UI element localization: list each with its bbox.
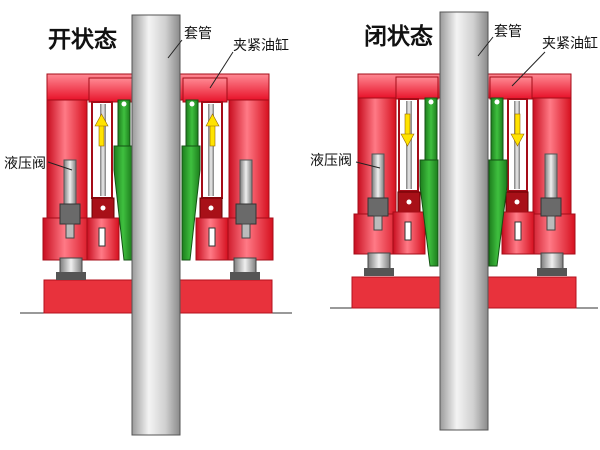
valve-callout [355,161,381,169]
wedge-left [113,99,133,261]
wedge-left [419,97,439,267]
valve-label: 液压阀 [4,156,46,172]
casing-label: 套管 [184,26,212,42]
arrow-up-left [94,113,109,147]
arrow-down-left [400,113,415,147]
state-title: 开状态 [48,26,117,53]
wedge-right [488,97,508,267]
panel-open: 开状态 套管 夹紧油缸 液压阀 [4,14,292,436]
valve-label: 液压阀 [310,153,352,169]
valve-callout [47,161,73,171]
cylinder-callout [511,51,546,87]
casing-pipe [439,11,489,431]
outer-cylinder-right [528,73,576,276]
wedge-right [181,99,201,261]
state-title: 闭状态 [364,23,433,50]
cylinder-label: 夹紧油缸 [233,37,289,54]
arrow-up-right [205,113,220,147]
casing-callout [167,39,183,59]
cylinder-callout [209,51,234,89]
outer-cylinder-right [224,73,274,280]
inner-cylinder-left [392,76,439,255]
cylinder-label: 夹紧油缸 [542,35,598,52]
panel-closed: 闭状态 套管 夹紧油缸 液压阀 [310,11,598,431]
arrow-down-right [510,113,525,147]
outer-cylinder-left [42,73,92,280]
casing-callout [477,36,494,57]
casing-pipe [131,14,181,436]
casing-label: 套管 [494,24,522,40]
